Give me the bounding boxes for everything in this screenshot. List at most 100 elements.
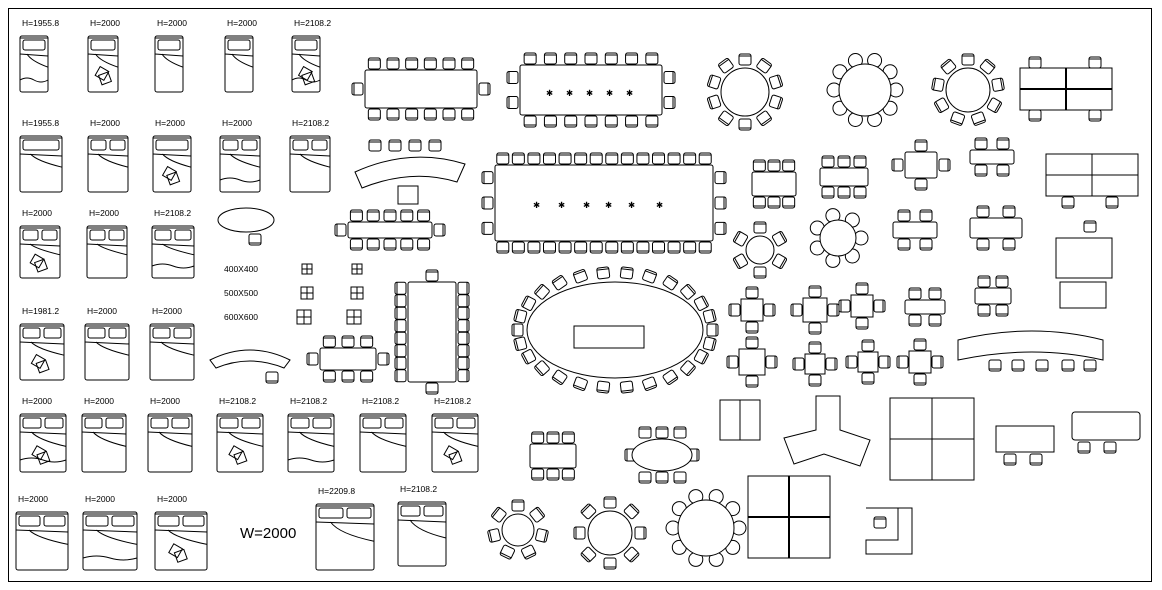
chair: [417, 238, 431, 251]
bed: [289, 135, 331, 193]
chair: [1088, 109, 1102, 122]
square-table: [728, 286, 776, 334]
chair: [655, 426, 669, 439]
chair: [642, 269, 658, 284]
chair: [461, 108, 475, 121]
bed: [315, 503, 375, 571]
chair: [543, 241, 556, 254]
chair: [521, 349, 537, 365]
floor-tile: [301, 263, 313, 275]
chair: [620, 152, 634, 165]
bed-size-label: H=1955.8: [22, 18, 59, 28]
hex-table-6: [732, 221, 788, 279]
chair: [974, 164, 988, 177]
round-table-9: [931, 53, 1005, 126]
bed: [219, 135, 261, 193]
chair: [782, 159, 796, 172]
chair: [481, 196, 494, 210]
chair: [529, 506, 545, 523]
plant-icon: ✱: [558, 200, 565, 210]
chair: [732, 231, 749, 247]
chair: [683, 152, 697, 165]
bed-size-label: H=2108.2: [400, 484, 437, 494]
chair: [1061, 196, 1075, 209]
plant-icon: ✱: [533, 200, 540, 210]
chair: [673, 471, 687, 484]
chair: [442, 57, 456, 70]
round-table-7: [487, 499, 549, 560]
dining-table-4: [891, 139, 951, 191]
chair: [558, 241, 572, 254]
chair: [513, 309, 528, 324]
chair: [976, 238, 990, 251]
drawing-frame: [8, 8, 1152, 582]
chair: [861, 372, 875, 385]
chair: [551, 275, 568, 291]
chair: [988, 359, 1002, 372]
meeting-table: [334, 209, 446, 251]
chair: [745, 286, 759, 299]
chair: [596, 380, 611, 394]
chair: [535, 528, 549, 543]
bed-size-label: H=2000: [22, 208, 52, 218]
chair: [561, 431, 575, 444]
chair: [662, 275, 679, 291]
dining-table-4: [969, 137, 1015, 177]
chair: [558, 152, 572, 165]
chair: [914, 139, 928, 152]
chair: [940, 58, 957, 75]
chair: [322, 335, 336, 348]
chair: [979, 58, 996, 75]
square-table: [896, 338, 944, 386]
chair: [531, 468, 545, 481]
chair: [896, 355, 909, 369]
chair: [405, 108, 419, 121]
bed-blocks: [15, 35, 479, 571]
chair: [837, 186, 851, 199]
chair: [394, 356, 407, 370]
chair: [827, 303, 840, 317]
chair: [706, 323, 719, 337]
chair: [878, 355, 891, 369]
chair: [693, 295, 709, 311]
chair: [596, 266, 611, 280]
plant-icon: ✱: [626, 88, 633, 98]
bed: [81, 413, 127, 473]
bed-size-label: H=2000: [157, 494, 187, 504]
chair: [837, 155, 851, 168]
chair: [388, 139, 402, 152]
chair: [652, 241, 665, 254]
bed: [84, 323, 130, 381]
chair: [383, 209, 397, 222]
chair: [442, 108, 456, 121]
bed: [19, 35, 49, 93]
chair: [499, 544, 515, 560]
chair: [1028, 109, 1042, 122]
chair: [511, 323, 524, 337]
chair: [573, 526, 586, 540]
chair: [457, 356, 470, 370]
chair: [1061, 359, 1075, 372]
chair: [423, 108, 437, 121]
bed-size-label: H=2000: [227, 18, 257, 28]
chair: [513, 336, 528, 351]
chair: [663, 96, 676, 109]
chair: [366, 209, 380, 222]
chair: [645, 115, 659, 128]
chair: [792, 357, 805, 371]
chair: [574, 152, 588, 165]
chair: [938, 158, 951, 172]
workstation-cluster: [1019, 56, 1113, 122]
corner-desk: [865, 507, 913, 555]
chair: [928, 314, 942, 327]
tile-size-label: 500X500: [224, 288, 258, 298]
chair: [991, 77, 1005, 92]
chair: [873, 299, 886, 313]
chair: [543, 152, 556, 165]
chair: [702, 309, 717, 324]
reception-desk: [354, 139, 466, 205]
dining-table-4: [974, 275, 1012, 317]
chair: [521, 544, 537, 560]
chair: [914, 178, 928, 191]
